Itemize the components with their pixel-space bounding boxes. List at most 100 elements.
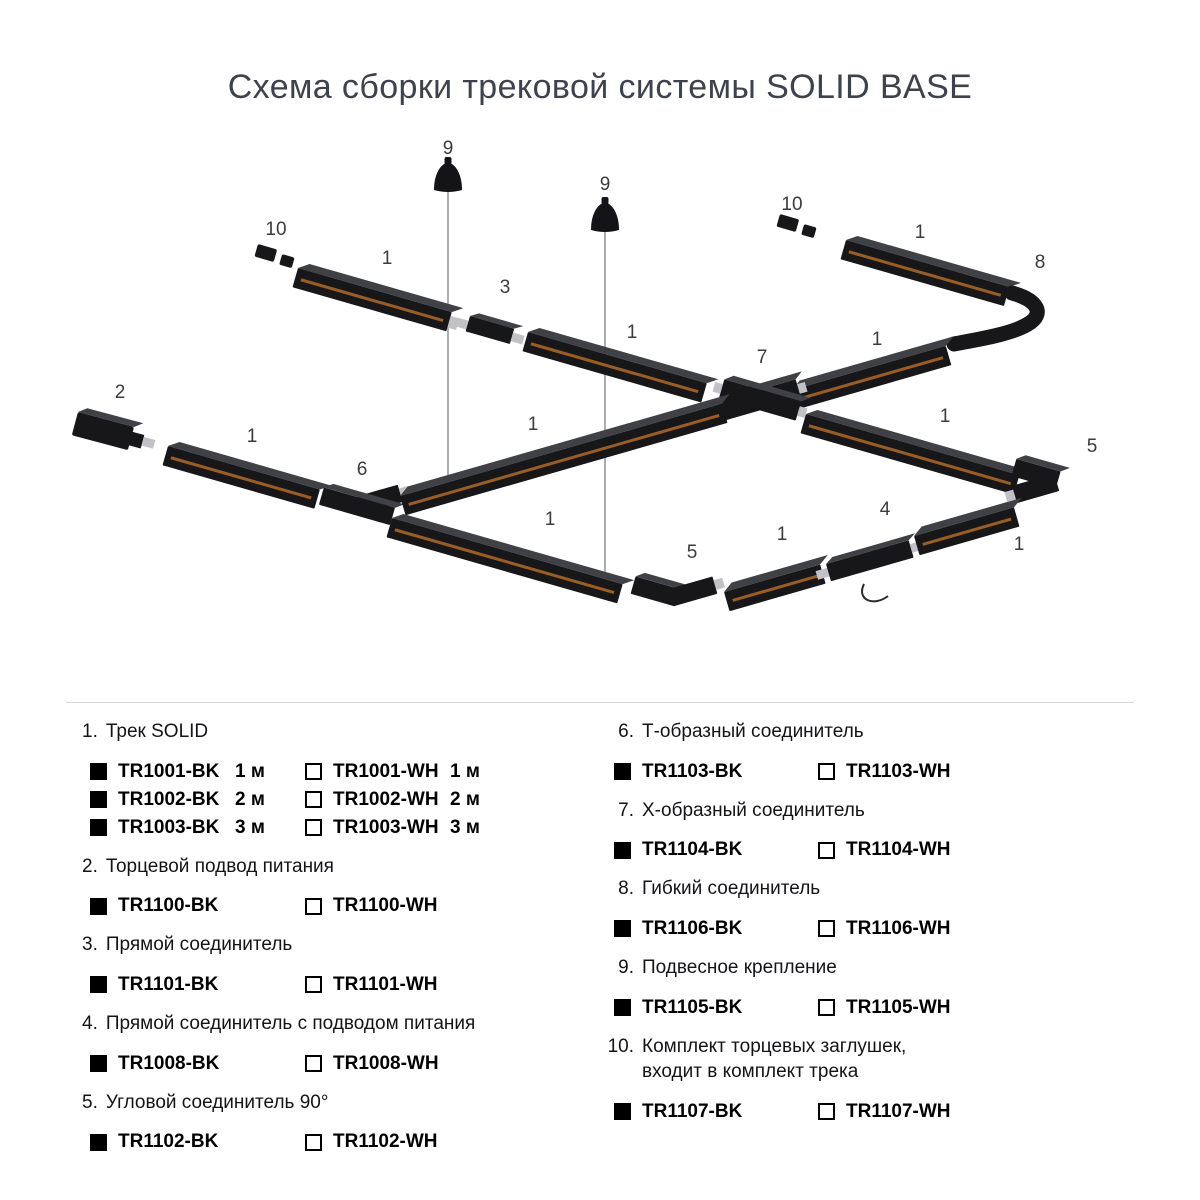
pendant-mount-9: [434, 157, 462, 192]
legend-section-flexible-connector: 8. Гибкий соединитель TR1106-BK TR1106-W…: [601, 876, 1161, 943]
product-code: TR1104-BK: [642, 839, 743, 861]
product-code: TR1101-WH: [333, 973, 438, 995]
power-feed-2: [72, 408, 156, 450]
product-code: TR1107-BK: [642, 1100, 743, 1122]
track-1: [724, 554, 828, 611]
legend-right-column: 6. Т-образный соединитель TR1103-BK TR11…: [601, 719, 1161, 1138]
product-code: TR1105-BK: [642, 996, 743, 1018]
legend-section-t-connector: 6. Т-образный соединитель TR1103-BK TR11…: [601, 719, 1161, 786]
legend-section-title: 10. Комплект торцевых заглушек, входит в…: [607, 1035, 907, 1083]
product-code: TR1102-WH: [333, 1131, 438, 1153]
product-row: TR1102-BK TR1102-WH: [82, 1128, 587, 1156]
white-swatch: [305, 976, 322, 994]
product-code: TR1103-WH: [846, 760, 951, 782]
callout-1: 1: [940, 406, 951, 427]
black-swatch: [614, 920, 631, 938]
black-swatch: [614, 1103, 631, 1121]
black-swatch: [90, 897, 107, 915]
product-size: 2 м: [235, 788, 265, 810]
callout-5: 5: [687, 542, 698, 563]
callout-5: 5: [1087, 436, 1098, 457]
callout-9: 9: [600, 174, 611, 195]
product-size: 3 м: [235, 816, 265, 838]
legend-section-title: 1. Трек SOLID: [82, 721, 209, 742]
white-swatch: [305, 897, 322, 915]
black-swatch: [90, 763, 107, 781]
legend-section-feed-connector: 4. Прямой соединитель с подводом питания…: [82, 1011, 587, 1078]
callout-10: 10: [781, 194, 802, 215]
product-code: TR1102-BK: [118, 1131, 219, 1153]
product-row: TR1103-BK TR1103-WH: [601, 758, 1161, 786]
product-row: TR1107-BK TR1107-WH: [601, 1098, 1161, 1126]
black-swatch: [90, 819, 107, 837]
assembly-diagram: 9 9 10 10 1 3 1 7 1 8 1 2 1 1 1 5 6 1 5 …: [72, 138, 1098, 611]
pendant-mount-9: [591, 197, 619, 232]
product-size: 1 м: [450, 760, 480, 782]
product-code: TR1100-BK: [118, 895, 219, 917]
product-size: 1 м: [235, 760, 265, 782]
callout-8: 8: [1035, 252, 1046, 273]
black-swatch: [614, 999, 631, 1017]
callout-7: 7: [757, 347, 768, 368]
product-code: TR1003-WH: [333, 816, 439, 838]
white-swatch: [305, 1055, 322, 1073]
legend-section-track: 1. Трек SOLID TR1001-BK 1 м TR1001-WH 1 …: [82, 719, 587, 842]
white-swatch: [818, 999, 835, 1017]
callout-1: 1: [247, 426, 258, 447]
track-1: [292, 264, 464, 332]
white-swatch: [818, 1103, 835, 1121]
legend-section-end-feed: 2. Торцевой подвод питания TR1100-BK TR1…: [82, 854, 587, 921]
product-row: TR1101-BK TR1101-WH: [82, 971, 587, 999]
product-size: 2 м: [450, 788, 480, 810]
legend-section-pendant-mount: 9. Подвесное крепление TR1105-BK TR1105-…: [601, 955, 1161, 1022]
product-row: TR1104-BK TR1104-WH: [601, 836, 1161, 864]
product-row: TR1002-BK 2 м TR1002-WH 2 м: [82, 786, 587, 814]
product-row: TR1003-BK 3 м TR1003-WH 3 м: [82, 814, 587, 842]
callout-1: 1: [382, 248, 393, 269]
product-code: TR1104-WH: [846, 839, 951, 861]
callout-3: 3: [500, 277, 511, 298]
black-swatch: [614, 763, 631, 781]
track-1: [792, 336, 954, 409]
black-swatch: [614, 841, 631, 859]
track-1: [800, 410, 1031, 495]
product-code: TR1002-WH: [333, 788, 439, 810]
product-code: TR1008-BK: [118, 1052, 220, 1074]
corner-connector-5: [630, 572, 725, 607]
corner-connector-5: [1004, 455, 1070, 503]
product-code: TR1106-BK: [642, 917, 743, 939]
legend-section-corner-connector: 5. Угловой соединитель 90° TR1102-BK TR1…: [82, 1090, 587, 1157]
legend-section-title: 8. Гибкий соединитель: [618, 878, 821, 900]
x-connector-7: [712, 371, 811, 421]
legend-section-title: 3. Прямой соединитель: [82, 934, 293, 956]
callout-1: 1: [1014, 534, 1025, 555]
white-swatch: [818, 920, 835, 938]
product-code: TR1106-WH: [846, 917, 951, 939]
track-1: [522, 328, 719, 403]
product-code: TR1002-BK: [118, 788, 220, 810]
legend-section-title: 5. Угловой соединитель 90°: [82, 1091, 329, 1113]
legend-left-column: 1. Трек SOLID TR1001-BK 1 м TR1001-WH 1 …: [82, 719, 587, 1168]
track-1: [386, 514, 635, 604]
divider: [66, 702, 1134, 703]
product-code: TR1003-BK: [118, 816, 220, 838]
product-row: TR1100-BK TR1100-WH: [82, 892, 587, 920]
track-1: [840, 236, 1021, 306]
legend-section-title: 2. Торцевой подвод питания: [82, 855, 334, 877]
product-code: TR1100-WH: [333, 895, 438, 917]
product-size: 3 м: [450, 816, 480, 838]
product-code: TR1101-BK: [118, 973, 219, 995]
callout-4: 4: [880, 499, 891, 520]
legend-section-title: 7. Х-образный соединитель: [618, 799, 865, 821]
callout-1: 1: [915, 222, 926, 243]
straight-connector-3: [454, 313, 525, 345]
legend-section-title: 9. Подвесное крепление: [618, 956, 837, 978]
black-swatch: [90, 791, 107, 809]
flexible-connector-8: [946, 285, 1045, 352]
white-swatch: [305, 791, 322, 809]
page-title: Схема сборки трековой системы SOLID BASE: [227, 68, 973, 106]
product-row: TR1008-BK TR1008-WH: [82, 1050, 587, 1078]
white-swatch: [305, 819, 322, 837]
white-swatch: [818, 763, 835, 781]
callout-1: 1: [627, 322, 638, 343]
